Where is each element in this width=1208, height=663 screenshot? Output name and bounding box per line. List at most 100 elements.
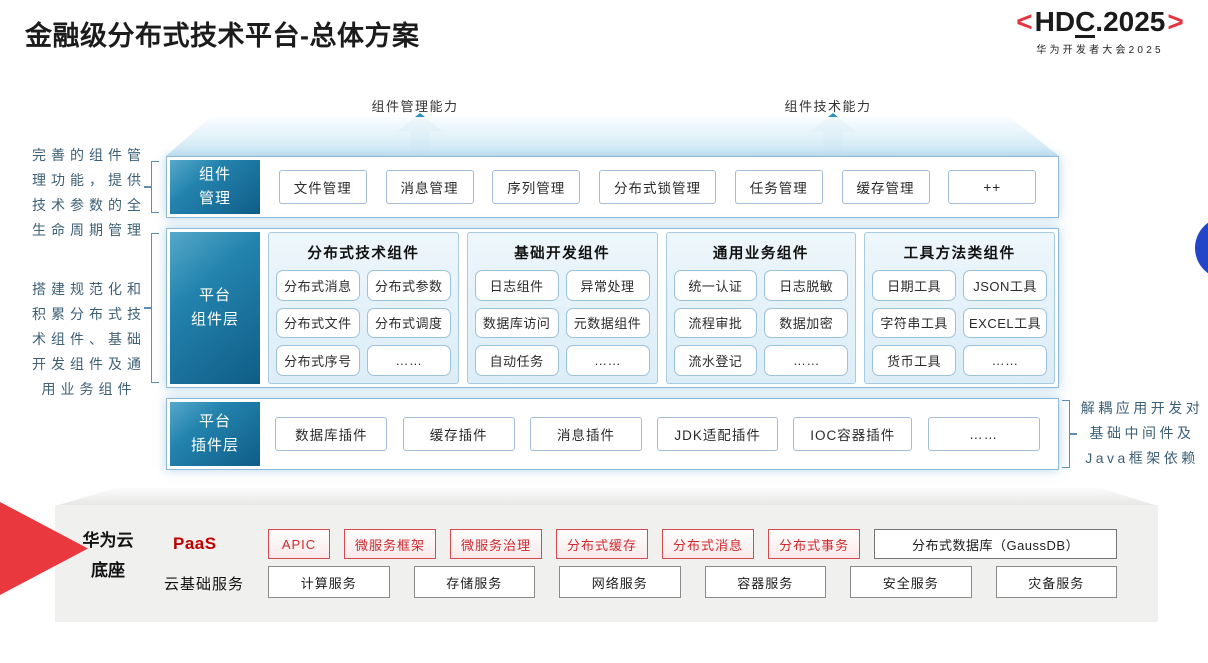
gaussdb-box: 分布式数据库（GaussDB） <box>874 529 1117 559</box>
cloud-service-box: 容器服务 <box>704 566 826 598</box>
cloud-service-box: 计算服务 <box>268 566 390 598</box>
layer-label-platform-components: 平台 组件层 <box>170 232 260 384</box>
cloud-service-box: 网络服务 <box>559 566 681 598</box>
hdc-logo-subtitle: 华为开发者大会2025 <box>1036 45 1164 57</box>
paas-service-box: 分布式事务 <box>768 529 861 559</box>
group-title: 分布式技术组件 <box>307 246 420 262</box>
hdc-logo-wordmark: <HDC.2025> <box>996 6 1204 38</box>
right-bracket-tick <box>1070 433 1077 435</box>
group-item-box: 元数据组件 <box>565 307 650 339</box>
left-bracket-tick <box>144 307 151 309</box>
component-mgmt-items: 文件管理消息管理序列管理分布式锁管理任务管理缓存管理 ++ <box>260 160 1055 214</box>
layer-component-mgmt: 组件 管理 文件管理消息管理序列管理分布式锁管理任务管理缓存管理 ++ <box>166 156 1059 218</box>
logo-c-underlined: C <box>1075 6 1096 38</box>
group-item-box: 分布式消息 <box>276 270 360 301</box>
group-items: 日志组件异常处理数据库访问元数据组件自动任务…… <box>474 270 650 376</box>
group-item-box: 数据加密 <box>764 307 849 339</box>
annotation-component-mgmt: 完善的组件管理功能，提供技术参数的全生命周期管理 <box>32 147 146 238</box>
logo-right-bracket: > <box>1167 6 1184 37</box>
mgmt-feature-box: 任务管理 <box>734 170 823 204</box>
annotation-plugins: 解耦应用开发对基础中间件及Java框架依赖 <box>1080 400 1204 466</box>
left-bracket-row1 <box>151 161 159 213</box>
group-item-box: 字符串工具 <box>872 307 957 339</box>
group-item-box: 自动任务 <box>474 345 559 376</box>
group-item-box: 流水登记 <box>673 345 758 376</box>
group-item-box: 分布式调度 <box>366 307 451 339</box>
foundation-panel <box>55 505 1158 622</box>
group-item-box: 分布式文件 <box>276 307 360 339</box>
component-groups: 分布式技术组件 分布式消息分布式参数分布式文件分布式调度分布式序号…… 基础开发… <box>260 232 1055 384</box>
paas-service-box: 微服务治理 <box>450 529 543 559</box>
cloud-service-box: 存储服务 <box>413 566 535 598</box>
paas-items: APIC 微服务框架微服务治理分布式缓存分布式消息分布式事务分布式数据库（Gaus… <box>268 529 1117 559</box>
layer-label-component-mgmt: 组件 管理 <box>170 160 260 214</box>
group-title: 工具方法类组件 <box>903 246 1016 262</box>
group-item-box: 异常处理 <box>565 270 650 301</box>
group-item-box: 日志脱敏 <box>764 270 849 301</box>
hdc-logo: <HDC.2025> 华为开发者大会2025 <box>996 6 1204 56</box>
foundation-label: 华为云 底座 <box>82 531 134 580</box>
stack-top-face <box>166 117 1059 156</box>
group-item-box: …… <box>565 345 650 376</box>
group-item-box: EXCEL工具 <box>963 307 1047 339</box>
group-items: 分布式消息分布式参数分布式文件分布式调度分布式序号…… <box>276 270 451 376</box>
foundation-top-face <box>55 488 1158 506</box>
annotation-platform-components: 搭建规范化和积累分布式技术组件、基础开发组件及通用业务组件 <box>32 281 146 397</box>
group-basic-dev: 基础开发组件 日志组件异常处理数据库访问元数据组件自动任务…… <box>466 232 658 384</box>
group-title: 基础开发组件 <box>514 246 611 262</box>
cloud-service-box: 安全服务 <box>850 566 972 598</box>
arrow-label-tech: 组件技术能力 <box>784 99 872 114</box>
arrow-label-mgmt: 组件管理能力 <box>371 99 459 114</box>
layer-label-platform-plugins: 平台 插件层 <box>170 402 260 466</box>
group-item-box: 流程审批 <box>673 307 758 339</box>
plugin-box: 消息插件 <box>530 417 643 451</box>
mgmt-feature-box: 缓存管理 <box>841 170 930 204</box>
group-item-box: 分布式序号 <box>276 345 360 376</box>
group-item-box: JSON工具 <box>963 270 1047 301</box>
layer-platform-plugins: 平台 插件层 数据库插件缓存插件消息插件 JDK适配插件 IOC容器插件 …… <box>166 398 1059 470</box>
group-item-box: …… <box>764 345 849 376</box>
paas-service-box: 分布式缓存 <box>556 529 649 559</box>
group-title: 通用业务组件 <box>712 246 809 262</box>
group-items: 统一认证日志脱敏流程审批数据加密流水登记…… <box>673 270 849 376</box>
logo-hd: HD <box>1034 6 1076 37</box>
plugin-box: IOC容器插件 <box>793 417 913 451</box>
mgmt-feature-box: 文件管理 <box>278 170 367 204</box>
mgmt-feature-box: ++ <box>948 170 1037 204</box>
group-item-box: 分布式参数 <box>366 270 451 301</box>
logo-year: .2025 <box>1095 6 1166 37</box>
group-item-box: 数据库访问 <box>474 307 559 339</box>
cloud-items: 计算服务存储服务网络服务容器服务安全服务灾备服务 <box>268 566 1117 598</box>
group-item-box: 统一认证 <box>673 270 758 301</box>
plugin-items: 数据库插件缓存插件消息插件 JDK适配插件 IOC容器插件 …… <box>260 402 1055 466</box>
group-item-box: …… <box>366 345 451 376</box>
mgmt-feature-box: 消息管理 <box>385 170 474 204</box>
logo-left-bracket: < <box>1016 6 1033 37</box>
paas-service-box: APIC <box>268 529 330 559</box>
plugin-box: 缓存插件 <box>402 417 515 451</box>
group-item-box: 日期工具 <box>872 270 957 301</box>
group-item-box: 货币工具 <box>872 345 957 376</box>
plugin-box: 数据库插件 <box>275 417 388 451</box>
paas-service-box: 分布式消息 <box>662 529 755 559</box>
left-bracket-tick <box>144 186 151 188</box>
right-bracket-row3 <box>1062 400 1070 468</box>
plugin-box: JDK适配插件 <box>657 417 778 451</box>
cloud-services-label: 云基础服务 <box>164 576 245 593</box>
group-common-business: 通用业务组件 统一认证日志脱敏流程审批数据加密流水登记…… <box>665 232 857 384</box>
group-item-box: 日志组件 <box>474 270 559 301</box>
mgmt-feature-box: 分布式锁管理 <box>599 170 716 204</box>
paas-service-box: 微服务框架 <box>344 529 437 559</box>
group-distributed-tech: 分布式技术组件 分布式消息分布式参数分布式文件分布式调度分布式序号…… <box>268 232 459 384</box>
paas-label: PaaS <box>173 534 217 553</box>
page-title: 金融级分布式技术平台-总体方案 <box>25 21 420 51</box>
layer-platform-components: 平台 组件层 分布式技术组件 分布式消息分布式参数分布式文件分布式调度分布式序号… <box>166 228 1059 388</box>
plugin-box: …… <box>927 417 1040 451</box>
cloud-service-box: 灾备服务 <box>995 566 1117 598</box>
left-bracket-row2 <box>151 233 159 383</box>
mgmt-feature-box: 序列管理 <box>492 170 581 204</box>
group-item-box: …… <box>963 345 1047 376</box>
